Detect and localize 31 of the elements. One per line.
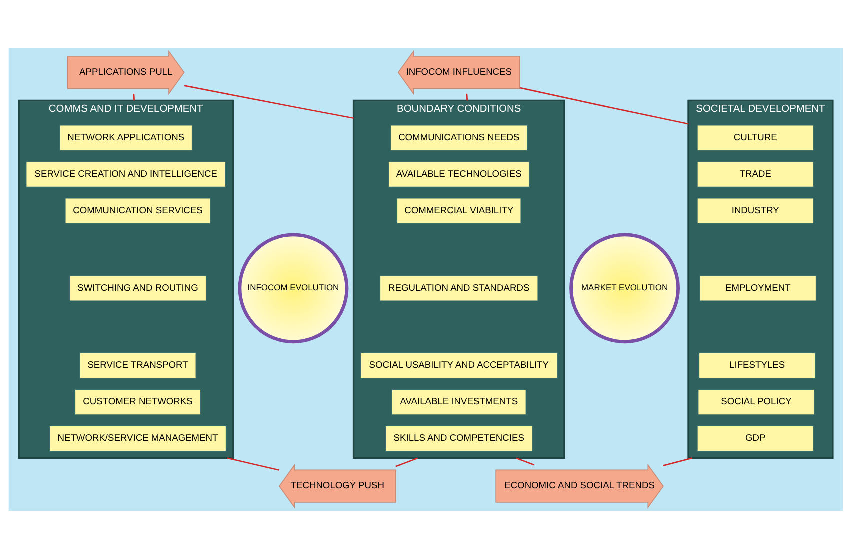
node-box: SKILLS AND COMPETENCIES bbox=[385, 425, 534, 452]
node-box: COMMERCIAL VIABILITY bbox=[396, 197, 522, 224]
node-box: SOCIAL USABILITY AND ACCEPTABILITY bbox=[360, 352, 558, 378]
node-box: INDUSTRY bbox=[697, 197, 814, 224]
node-box: EMPLOYMENT bbox=[700, 274, 817, 302]
node-box: SWITCHING AND ROUTING bbox=[69, 274, 207, 302]
node-box: COMMUNICATIONS NEEDS bbox=[390, 124, 528, 151]
connector bbox=[663, 457, 692, 466]
node-box: NETWORK/SERVICE MANAGEMENT bbox=[49, 425, 227, 452]
node-box: AVAILABLE INVESTMENTS bbox=[392, 388, 527, 415]
node-box: TRADE bbox=[697, 160, 814, 188]
node-box: NETWORK APPLICATIONS bbox=[59, 124, 193, 151]
node-circle: MARKET EVOLUTION bbox=[570, 232, 680, 344]
connector bbox=[466, 93, 468, 100]
connector bbox=[227, 457, 280, 470]
connector bbox=[133, 93, 135, 100]
node-circle: INFOCOM EVOLUTION bbox=[238, 232, 349, 344]
node-box: REGULATION AND STANDARDS bbox=[380, 274, 539, 302]
connector bbox=[516, 457, 535, 466]
connector bbox=[396, 457, 418, 467]
node-box: CUSTOMER NETWORKS bbox=[74, 388, 202, 415]
node-box: COMMUNICATION SERVICES bbox=[64, 197, 212, 224]
node-box: GDP bbox=[697, 425, 814, 452]
node-box: AVAILABLE TECHNOLOGIES bbox=[388, 160, 530, 188]
node-box: CULTURE bbox=[697, 124, 814, 151]
node-box: SERVICE TRANSPORT bbox=[79, 352, 197, 378]
node-box: LIFESTYLES bbox=[698, 352, 816, 378]
connector bbox=[184, 84, 354, 119]
node-box: SERVICE CREATION AND INTELLIGENCE bbox=[26, 160, 226, 188]
connector bbox=[520, 86, 689, 124]
node-box: SOCIAL POLICY bbox=[698, 388, 816, 415]
